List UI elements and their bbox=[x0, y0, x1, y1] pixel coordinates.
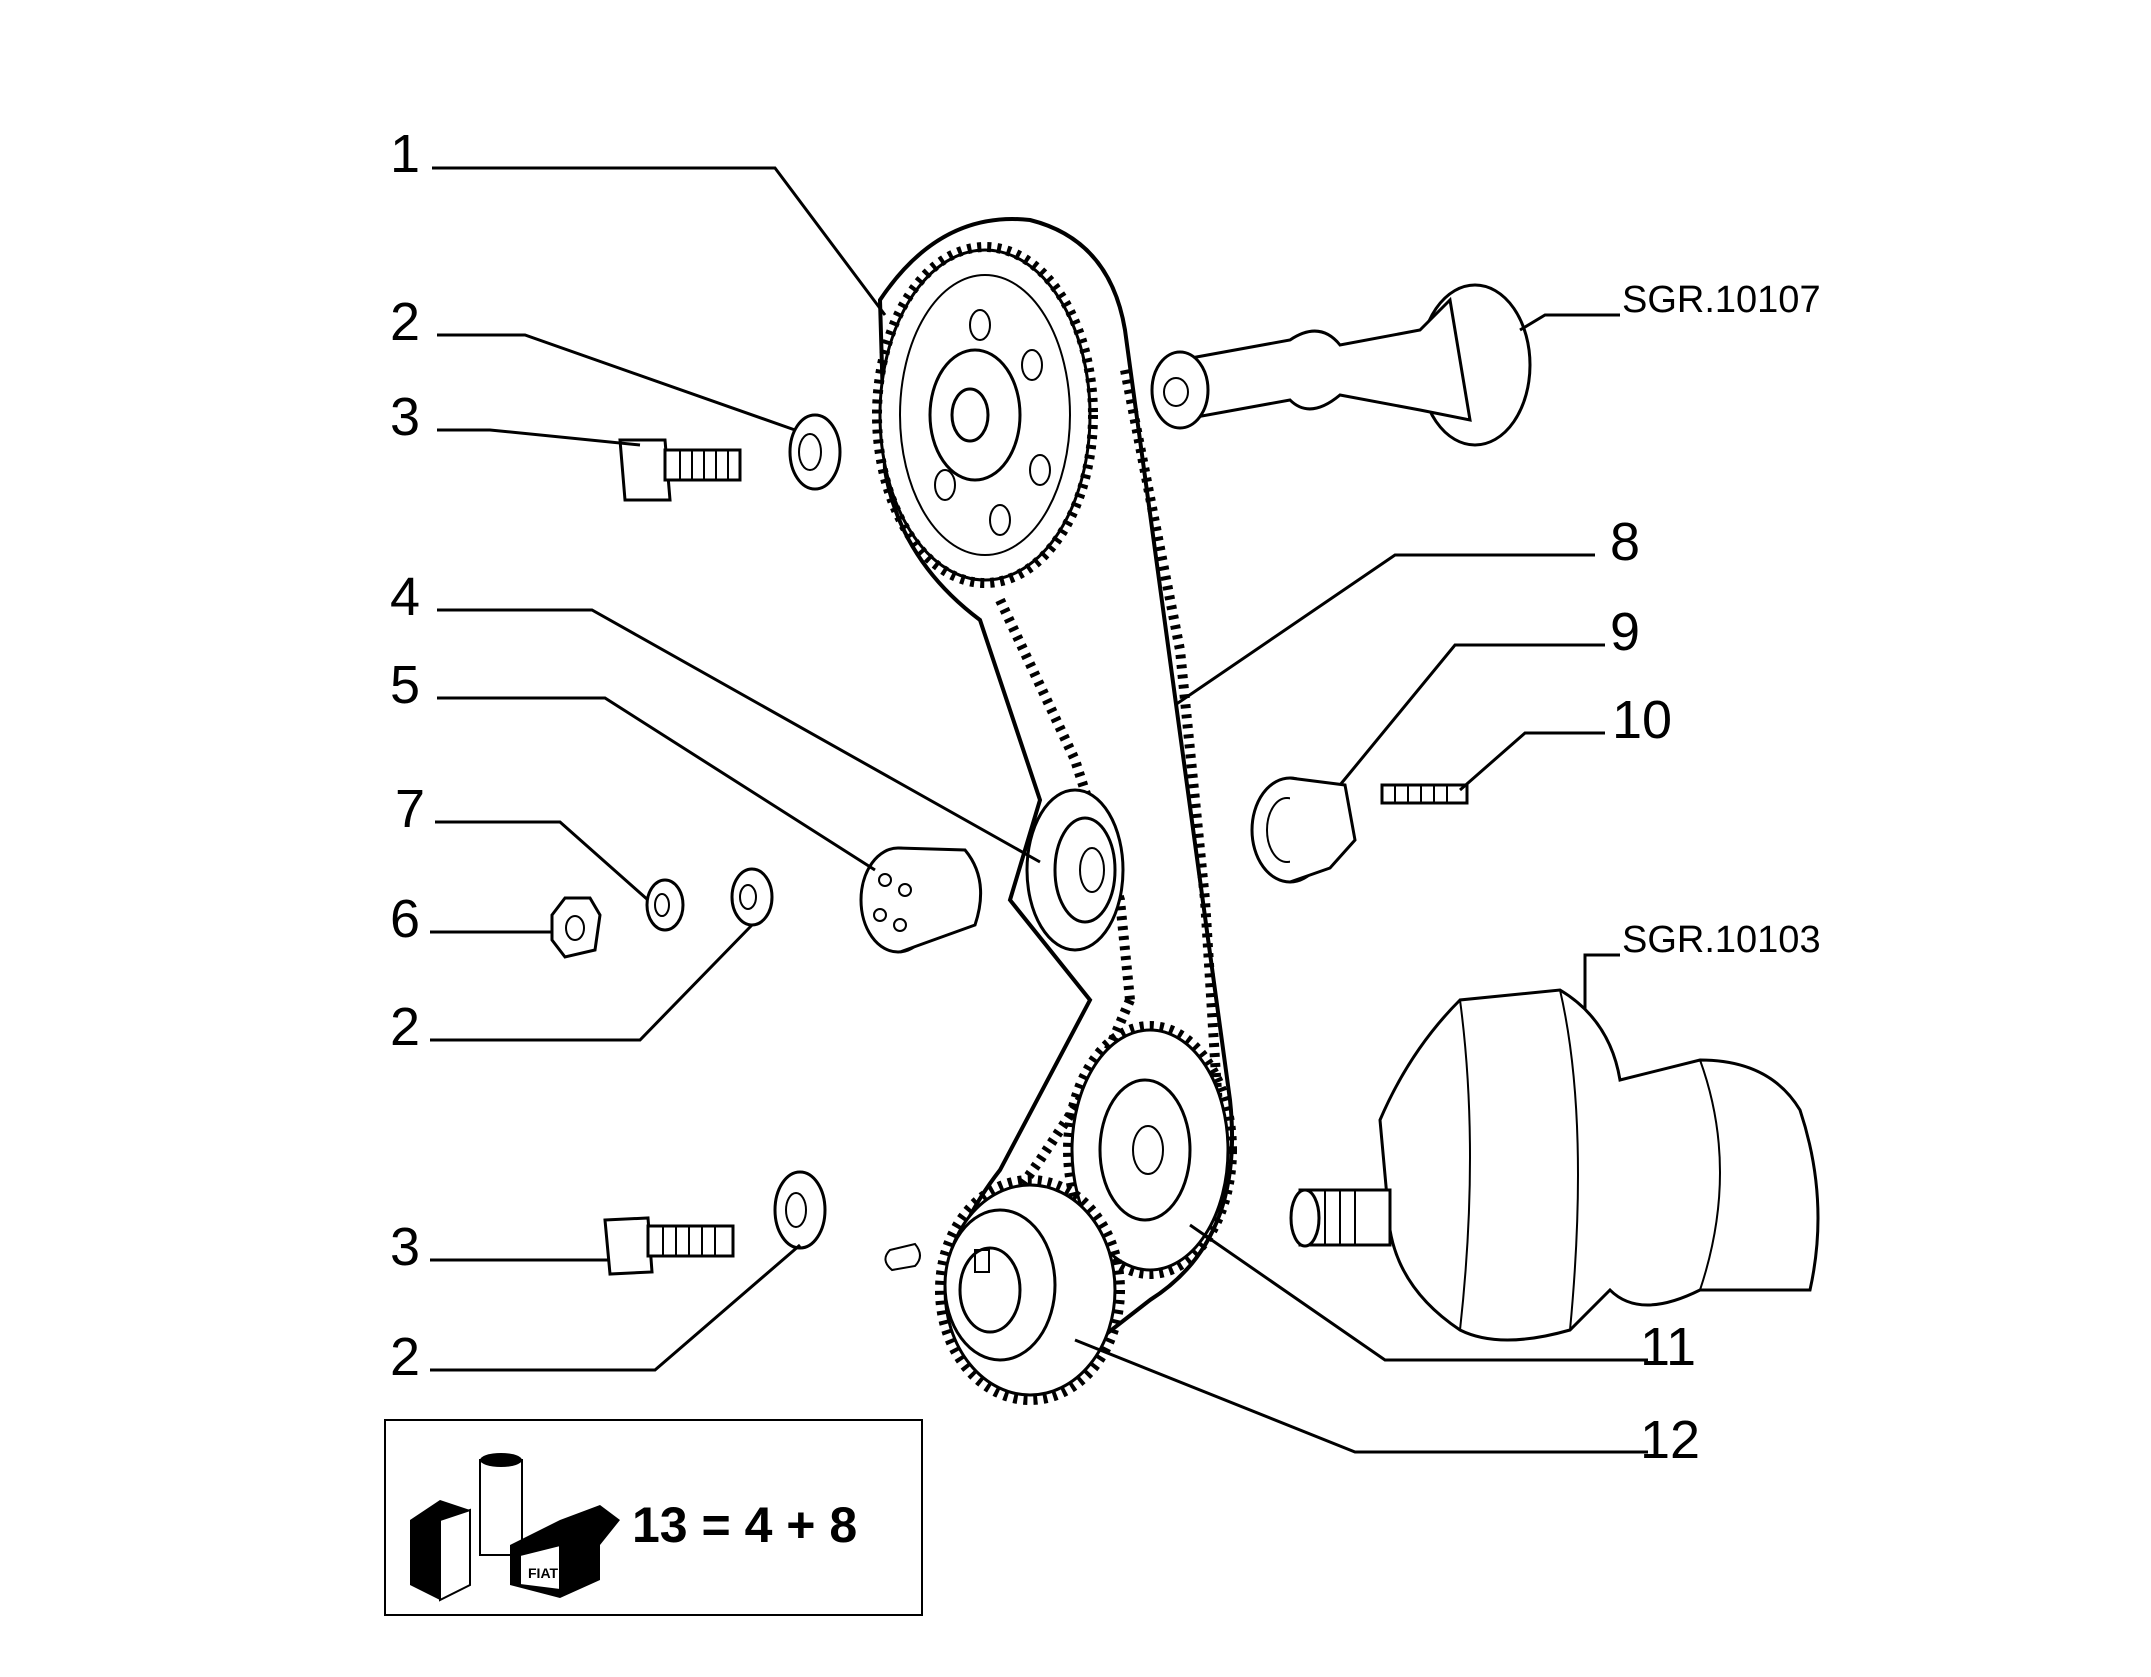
camshaft-pulley bbox=[872, 242, 1098, 588]
woodruff-key bbox=[884, 1242, 921, 1272]
belt-tensioner bbox=[1025, 788, 1125, 952]
callout-10: 10 bbox=[1612, 690, 1672, 750]
callout-8: 8 bbox=[1610, 512, 1640, 572]
bolt-lower bbox=[603, 1216, 735, 1276]
callout-7: 7 bbox=[395, 779, 425, 839]
callout-2-lower: 2 bbox=[390, 1327, 420, 1387]
callout-9: 9 bbox=[1610, 602, 1640, 662]
tensioner-bushing bbox=[859, 846, 983, 954]
stud bbox=[1380, 783, 1469, 805]
crankshaft bbox=[1289, 988, 1820, 1342]
callout-1: 1 bbox=[390, 124, 420, 184]
callout-2-middle: 2 bbox=[390, 997, 420, 1057]
kit-box: FIAT 13 = 4 + 8 bbox=[384, 1419, 923, 1616]
callout-5: 5 bbox=[390, 655, 420, 715]
callout-labels: 1 2 3 4 5 7 6 2 3 2 8 9 10 11 12 bbox=[390, 124, 1700, 1470]
reference-camshaft: SGR.10107 bbox=[1622, 279, 1821, 321]
washer-lower bbox=[773, 1170, 827, 1250]
washer-upper bbox=[788, 413, 842, 491]
nut bbox=[550, 896, 602, 959]
bushing-right bbox=[1250, 776, 1357, 884]
washer-middle-2 bbox=[730, 867, 774, 927]
svg-text:FIAT: FIAT bbox=[528, 1565, 559, 1581]
washer-middle-1 bbox=[645, 878, 685, 932]
fiat-kit-logo: FIAT bbox=[410, 1453, 620, 1602]
leader-lines bbox=[430, 166, 1648, 1454]
callout-12: 12 bbox=[1640, 1410, 1700, 1470]
callout-11: 11 bbox=[1640, 1317, 1696, 1377]
callout-6: 6 bbox=[390, 889, 420, 949]
reference-crankshaft: SGR.10103 bbox=[1622, 919, 1821, 961]
bolt-upper bbox=[618, 438, 742, 502]
camshaft bbox=[1150, 283, 1532, 447]
callout-3-lower: 3 bbox=[390, 1217, 420, 1277]
callout-3-upper: 3 bbox=[390, 387, 420, 447]
kit-formula: 13 = 4 + 8 bbox=[632, 1497, 857, 1553]
intermediate-pulley bbox=[1063, 1021, 1237, 1279]
callout-4: 4 bbox=[390, 567, 420, 627]
callout-2-upper: 2 bbox=[390, 292, 420, 352]
crankshaft-pulley bbox=[935, 1175, 1125, 1405]
